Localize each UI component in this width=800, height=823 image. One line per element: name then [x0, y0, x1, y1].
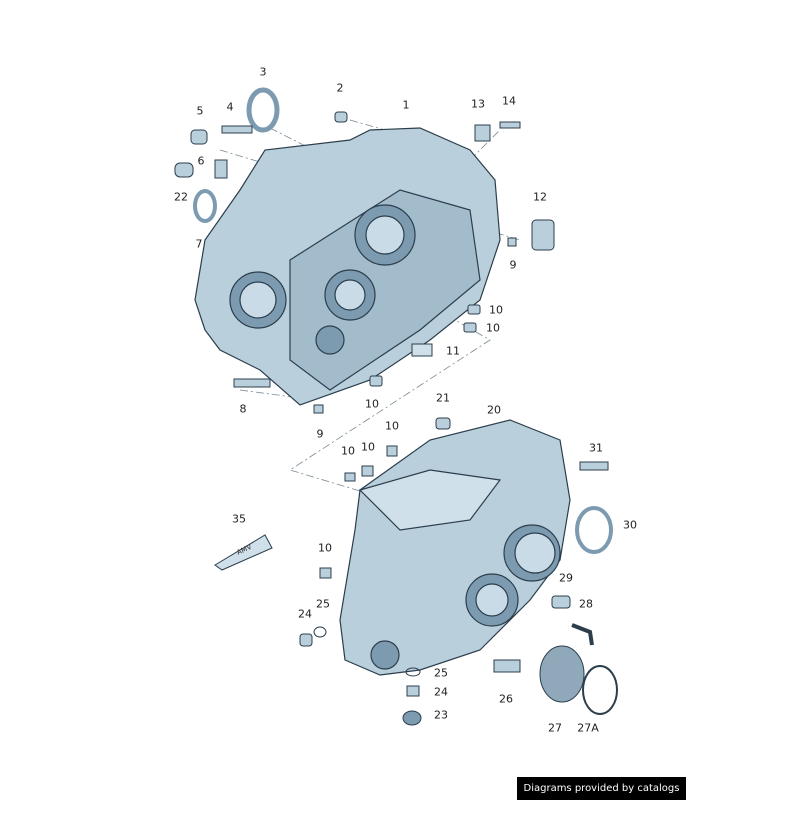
- part-label[interactable]: 10: [341, 444, 355, 458]
- part-label[interactable]: 26: [499, 692, 513, 706]
- lower-gearbox-housing: [339, 419, 571, 676]
- upper-gearbox-housing: [194, 127, 501, 406]
- part-label[interactable]: 10: [486, 321, 500, 335]
- part-label[interactable]: 10: [361, 440, 375, 454]
- caption: Diagrams provided by catalogs parts: [517, 777, 686, 817]
- part-label[interactable]: 10: [318, 541, 332, 555]
- part-label[interactable]: 24: [434, 685, 448, 699]
- part-label[interactable]: 21: [436, 391, 450, 405]
- part-label[interactable]: 9: [316, 427, 324, 441]
- part-label[interactable]: 10: [365, 397, 379, 411]
- part-label[interactable]: 4: [226, 100, 234, 114]
- part-label[interactable]: 35: [232, 512, 246, 526]
- part-label[interactable]: 5: [196, 104, 204, 118]
- part-label[interactable]: 12: [533, 190, 547, 204]
- part-label[interactable]: 1: [402, 98, 410, 112]
- part-label[interactable]: 25: [434, 666, 448, 680]
- part-label[interactable]: 27A: [577, 721, 599, 735]
- part-label[interactable]: 10: [385, 419, 399, 433]
- part-label[interactable]: 3: [259, 65, 267, 79]
- part-label[interactable]: 31: [589, 441, 603, 455]
- part-label[interactable]: 9: [509, 258, 517, 272]
- part-label[interactable]: 24: [298, 607, 312, 621]
- part-label[interactable]: 27: [548, 721, 562, 735]
- part-label[interactable]: 20: [487, 403, 501, 417]
- part-label[interactable]: 22: [174, 190, 188, 204]
- part-label[interactable]: 25: [316, 597, 330, 611]
- part-label[interactable]: 8: [239, 402, 247, 416]
- part-label[interactable]: 30: [623, 518, 637, 532]
- part-label[interactable]: 6: [197, 154, 205, 168]
- part-label[interactable]: 28: [579, 597, 593, 611]
- part-label[interactable]: 10: [489, 303, 503, 317]
- part-label[interactable]: 11: [446, 344, 460, 358]
- part-label[interactable]: 14: [502, 94, 516, 108]
- part-label[interactable]: 23: [434, 708, 448, 722]
- part-label[interactable]: 29: [559, 571, 573, 585]
- part-label[interactable]: 2: [336, 81, 344, 95]
- part-label[interactable]: 7: [195, 237, 203, 251]
- part-label[interactable]: 13: [471, 97, 485, 111]
- small-parts: [174, 87, 618, 726]
- exploded-parts-diagram: AMV: [174, 87, 618, 726]
